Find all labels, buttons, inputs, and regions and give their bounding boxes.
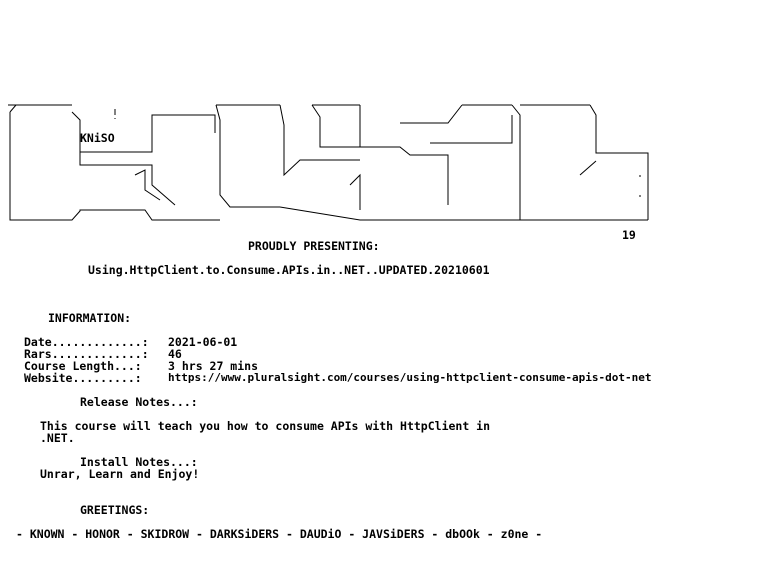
greetings-heading: GREETINGS: — [80, 503, 150, 517]
greetings-line: - KNOWN - HONOR - SKIDROW - DARKSiDERS -… — [16, 527, 543, 541]
release-name: Using.HttpClient.to.Consume.APIs.in..NET… — [88, 263, 490, 277]
logo-number: 19 — [622, 228, 636, 242]
release-notes-line2: .NET. — [40, 431, 75, 445]
logo-text: KNiSO — [80, 131, 115, 145]
install-notes-heading: Install Notes...: — [80, 455, 198, 469]
info-length-value: 3 hrs 27 mins — [168, 359, 259, 373]
install-notes-text: Unrar, Learn and Enjoy! — [40, 467, 200, 481]
release-notes-heading: Release Notes...: — [80, 395, 198, 409]
info-rars-value: 46 — [168, 347, 182, 361]
info-length-label: Course Length...: — [24, 359, 142, 373]
info-website-label: Website.........: — [24, 371, 142, 385]
information-heading: INFORMATION: — [48, 311, 132, 325]
release-notes-line1: This course will teach you how to consum… — [40, 419, 491, 433]
info-website-value: https://www.pluralsight.com/courses/usin… — [168, 371, 652, 384]
ascii-logo-art — [8, 104, 649, 221]
presenting-heading: PROUDLY PRESENTING: — [248, 239, 380, 253]
info-rars-label: Rars.............: — [24, 347, 149, 361]
info-date-label: Date.............: — [24, 335, 149, 349]
info-date-value: 2021-06-01 — [168, 335, 238, 349]
